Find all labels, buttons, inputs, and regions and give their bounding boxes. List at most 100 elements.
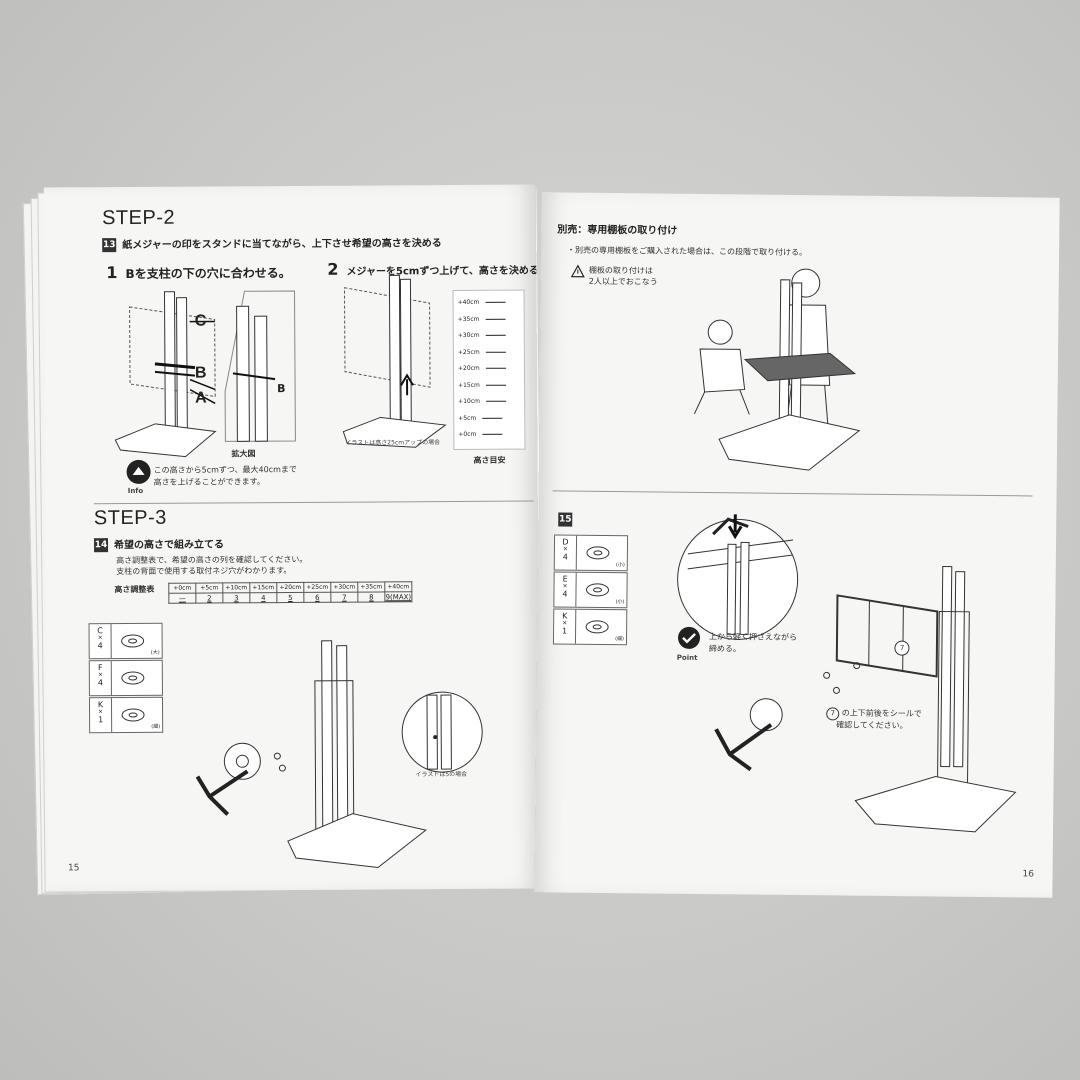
measure-mark-label: +30cm xyxy=(457,331,480,339)
info-label: Info xyxy=(127,486,144,496)
substep-1-text: Bを支柱の下の穴に合わせる。 xyxy=(125,266,291,282)
measure-mark: +10cm xyxy=(458,398,506,405)
bracket-note-line-1: の上下前後をシールで xyxy=(841,708,922,719)
bracket-note-line-2: 確認してください。 xyxy=(836,720,908,731)
section-divider xyxy=(552,490,1033,497)
bracket-stand-illustration xyxy=(714,566,1017,833)
measure-tick xyxy=(485,301,506,303)
part-note: (大) xyxy=(150,649,160,656)
table-value-cell: 6 xyxy=(303,592,331,603)
measure-mark: +30cm xyxy=(458,332,506,339)
pole-tape-illustration xyxy=(114,291,217,458)
part-box: F×4 xyxy=(88,659,163,697)
step3-illus-note: イラストは5の場合 xyxy=(415,769,467,778)
part-hardware-icon xyxy=(586,546,610,560)
zoom-illustration xyxy=(224,290,296,442)
step3-illus-note-text: イラストは xyxy=(415,771,446,779)
table-value-cell: — xyxy=(168,593,196,604)
part-hardware-icon xyxy=(585,620,609,634)
measure-mark-label: +0cm xyxy=(458,430,477,438)
measure-mark-label: +40cm xyxy=(457,298,480,306)
step2-title: STEP-2 xyxy=(101,206,176,230)
measure-tick xyxy=(485,367,506,369)
part-id-label: D×4 xyxy=(554,535,578,570)
measure-mark: +5cm xyxy=(458,414,503,422)
measure-mark-label: +20cm xyxy=(457,364,480,372)
part-note: (細) xyxy=(615,636,625,643)
table-value-cell: 3 xyxy=(222,592,250,603)
part-qty: 4 xyxy=(562,552,568,562)
point-label: Point xyxy=(676,653,698,662)
warning-line-1: 棚板の取り付けは xyxy=(588,265,653,276)
part-id-label: K×1 xyxy=(89,698,113,733)
part-note: (小) xyxy=(615,562,625,569)
warning-line-2: 2人以上でおこなう xyxy=(588,276,658,287)
table-head-cell: +10cm xyxy=(222,582,250,593)
part-hardware-icon xyxy=(586,583,610,597)
part-hardware-icon xyxy=(121,708,145,722)
table-head-cell: +5cm xyxy=(195,582,223,594)
point-check-icon xyxy=(678,626,701,649)
measure-mark: +0cm xyxy=(458,430,503,438)
step15-heading: 15 xyxy=(558,512,578,527)
measure-mark-label: +10cm xyxy=(458,397,481,405)
press-zoom-illustration xyxy=(677,514,799,640)
step2-illus-note: イラストは高さ25cmアップの場合 xyxy=(345,439,441,447)
measure-caption: 高さ目安 xyxy=(473,455,506,465)
measure-tick xyxy=(485,351,506,353)
info-line-2: 高さを上げることができます。 xyxy=(153,477,265,487)
page-number-left: 15 xyxy=(67,863,80,874)
part-qty: 4 xyxy=(97,640,103,650)
height-adjust-table: +0cm+5cm+10cm+15cm+20cm+25cm+30cm+35cm+4… xyxy=(168,581,412,604)
measure-mark-label: +5cm xyxy=(458,414,477,422)
part-id-label: C×4 xyxy=(89,624,112,659)
table-value-cell: 2 xyxy=(195,592,223,604)
zoom-circle-illustration xyxy=(401,691,483,773)
table-head-cell: +0cm xyxy=(168,583,196,594)
table-head-cell: +40cm xyxy=(384,581,412,592)
measure-mark-label: +25cm xyxy=(457,348,480,356)
warning-icon xyxy=(570,264,585,278)
table-label: 高さ調整表 xyxy=(114,584,155,595)
bracket-number: 7 xyxy=(899,644,905,653)
part-note: (細) xyxy=(151,723,161,730)
measure-tape: +40cm +35cm +30cm +25cm +20cm +15cm +10cm +5cm +… xyxy=(452,289,526,451)
substep-1: 1 Bを支柱の下の穴に合わせる。 xyxy=(106,262,290,282)
option-desc: ・別売の専用棚板をご購入された場合は、この段階で取り付ける。 xyxy=(567,245,808,258)
measure-tick xyxy=(485,384,506,386)
measure-tick xyxy=(482,417,503,419)
substep-1-number: 1 xyxy=(106,263,118,283)
measure-tick xyxy=(485,334,506,336)
table-head-cell: +20cm xyxy=(276,582,304,593)
part-qty: 4 xyxy=(97,677,103,687)
table-head-cell: +30cm xyxy=(330,582,358,593)
table-value-cell: 5 xyxy=(276,592,304,603)
table-head-cell: +35cm xyxy=(357,581,385,593)
table-value-cell: 8 xyxy=(357,591,385,603)
part-box: D×4 (小) xyxy=(553,534,629,572)
measure-tick xyxy=(485,400,506,402)
section-divider xyxy=(93,500,534,505)
measure-mark-label: +15cm xyxy=(458,381,480,389)
info-line-1: この高さから5cmずつ、最大40cmまで xyxy=(153,464,297,475)
part-qty: 4 xyxy=(562,589,568,599)
step2-heading-text: 紙メジャーの印をスタンドに当てながら、上下させ希望の高さを決める xyxy=(122,238,442,252)
part-box: E×4(小) xyxy=(553,571,628,609)
part-id-label: E×4 xyxy=(554,572,577,607)
zoom-caption: 拡大図 xyxy=(231,449,256,459)
part-hardware-icon xyxy=(121,634,145,648)
pole-raise-illustration xyxy=(342,274,447,448)
measure-mark: +40cm xyxy=(458,299,506,306)
step3-heading-text: 希望の高さで組み立てる xyxy=(114,539,225,552)
step-number-badge: 15 xyxy=(558,512,573,527)
step-number-badge: 14 xyxy=(93,538,109,553)
info-icon xyxy=(126,459,151,484)
measure-tick xyxy=(485,318,506,320)
zoom-label-b: B xyxy=(277,382,286,396)
measure-mark: +35cm xyxy=(458,315,506,322)
measure-mark: +20cm xyxy=(458,365,506,372)
part-id-label: K×1 xyxy=(553,609,577,644)
page-number-right: 16 xyxy=(1022,869,1035,880)
